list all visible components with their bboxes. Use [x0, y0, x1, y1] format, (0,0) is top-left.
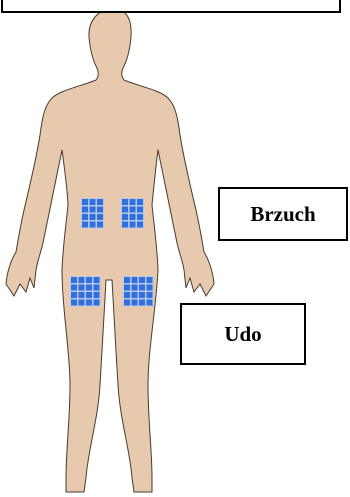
thigh-left-patch-cell	[79, 300, 85, 306]
abdomen-right-patch-cell	[130, 199, 136, 205]
thigh-left-patch-cell	[71, 285, 77, 291]
thigh-right-patch-cell	[139, 277, 145, 283]
thigh-left-patch-cell	[86, 292, 92, 298]
abdomen-right-patch-cell	[137, 214, 143, 220]
thigh-left-patch-cell	[94, 300, 100, 306]
thigh-left-patch-cell	[94, 285, 100, 291]
abdomen-left-patch-cell	[90, 214, 96, 220]
thigh-right-patch-cell	[124, 285, 130, 291]
abdomen-left-patch-cell	[97, 214, 103, 220]
abdomen-right-patch-cell	[130, 222, 136, 228]
thigh-right-patch-cell	[132, 292, 138, 298]
thigh-right-patch-cell	[139, 285, 145, 291]
thigh-right-patch-cell	[147, 300, 153, 306]
abdomen-left-patch-cell	[90, 199, 96, 205]
abdomen-right-patch-cell	[122, 214, 128, 220]
abdomen-left-patch-cell	[82, 214, 88, 220]
thigh-right-patch-cell	[147, 292, 153, 298]
thigh-left-patch-cell	[71, 292, 77, 298]
abdomen-right-patch-cell	[122, 222, 128, 228]
thigh-right-patch-cell	[147, 285, 153, 291]
thigh-left-patch-cell	[94, 277, 100, 283]
abdomen-left-patch-cell	[82, 222, 88, 228]
thigh-right-patch-cell	[139, 292, 145, 298]
abdomen-label-box: Brzuch	[218, 187, 348, 241]
abdomen-left-patch-cell	[97, 207, 103, 213]
abdomen-right-patch-cell	[130, 214, 136, 220]
thigh-right-patch-cell	[124, 292, 130, 298]
thigh-right-patch-cell	[124, 277, 130, 283]
thigh-left-patch-cell	[79, 277, 85, 283]
thigh-left-patch-cell	[86, 285, 92, 291]
abdomen-left-patch-cell	[97, 199, 103, 205]
thigh-left-patch-cell	[71, 300, 77, 306]
abdomen-left-patch-cell	[82, 207, 88, 213]
thigh-right-patch-cell	[132, 277, 138, 283]
abdomen-left-patch-cell	[97, 222, 103, 228]
thigh-left-patch-cell	[94, 292, 100, 298]
thigh-left-patch-cell	[86, 300, 92, 306]
thigh-right-patch-cell	[147, 277, 153, 283]
abdomen-right-patch-cell	[122, 199, 128, 205]
abdomen-left-patch-cell	[90, 207, 96, 213]
abdomen-left-patch-cell	[82, 199, 88, 205]
thigh-left-patch-cell	[79, 285, 85, 291]
abdomen-right-patch-cell	[137, 207, 143, 213]
abdomen-label: Brzuch	[250, 202, 315, 227]
thigh-label-box: Udo	[180, 303, 306, 365]
abdomen-left-patch-cell	[90, 222, 96, 228]
thigh-left-patch-cell	[71, 277, 77, 283]
body-silhouette	[6, 9, 214, 492]
abdomen-right-patch-cell	[137, 199, 143, 205]
thigh-right-patch-cell	[132, 300, 138, 306]
thigh-label: Udo	[224, 322, 261, 347]
abdomen-right-patch-cell	[130, 207, 136, 213]
thigh-left-patch-cell	[79, 292, 85, 298]
thigh-right-patch-cell	[139, 300, 145, 306]
thigh-left-patch-cell	[86, 277, 92, 283]
thigh-right-patch-cell	[132, 285, 138, 291]
top-label-box	[1, 0, 341, 13]
abdomen-right-patch-cell	[137, 222, 143, 228]
abdomen-right-patch-cell	[122, 207, 128, 213]
thigh-right-patch-cell	[124, 300, 130, 306]
